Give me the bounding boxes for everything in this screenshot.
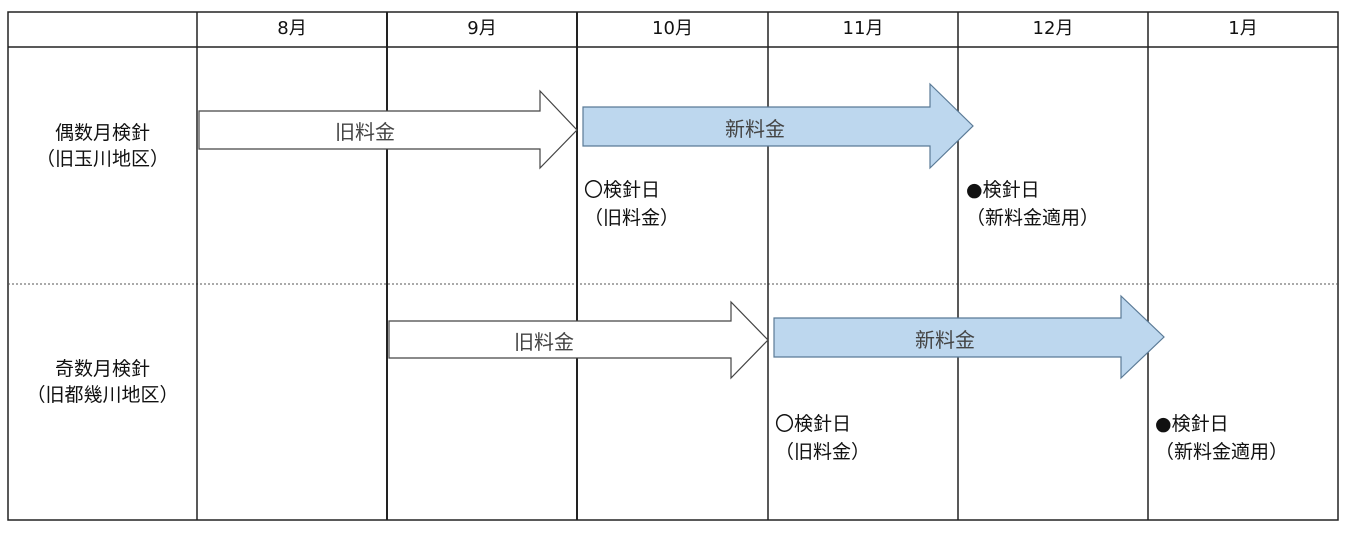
month-header: 8月 [277,18,307,39]
table-border [7,11,1339,521]
month-header: 10月 [652,18,693,39]
row2-old-fee-label: 旧料金 [514,330,574,354]
row2-old-check-note: 〇検針日 （旧料金） [775,410,870,466]
row-label-title: 奇数月検針 [54,358,150,380]
row1-old-check-note: 〇検針日 （旧料金） [584,176,679,232]
row1-old-fee-arrow [198,89,578,170]
row2-old-fee-arrow [388,300,769,380]
month-header: 9月 [467,18,497,39]
row2-label: 奇数月検針 （旧都幾川地区） [8,356,197,408]
row1-new-fee-label: 新料金 [725,117,785,141]
row1-new-fee-arrow [582,82,974,170]
check-day-mark: 〇検針日 [775,413,852,435]
check-day-mark: 〇検針日 [584,179,661,201]
check-day-note: （新料金適用） [966,207,1100,229]
row2-new-check-note: ●検針日 （新料金適用） [1155,410,1288,466]
row2-new-fee-label: 新料金 [915,328,975,352]
month-header: 11月 [842,18,884,39]
row-label-title: 偶数月検針 [54,122,150,144]
check-day-mark: ●検針日 [1155,413,1229,435]
check-day-note: （新料金適用） [1155,441,1289,463]
month-header: 1月 [1228,18,1258,39]
row1-label: 偶数月検針 （旧玉川地区） [8,120,197,172]
row-label-subtitle: （旧都幾川地区） [26,384,179,406]
row1-old-fee-label: 旧料金 [335,120,395,144]
check-day-note: （旧料金） [584,207,680,229]
check-day-mark: ●検針日 [966,179,1040,201]
row1-new-check-note: ●検針日 （新料金適用） [966,176,1099,232]
row-label-subtitle: （旧玉川地区） [35,148,169,170]
month-header: 12月 [1032,18,1074,39]
check-day-note: （旧料金） [775,441,871,463]
row2-new-fee-arrow [773,294,1165,380]
